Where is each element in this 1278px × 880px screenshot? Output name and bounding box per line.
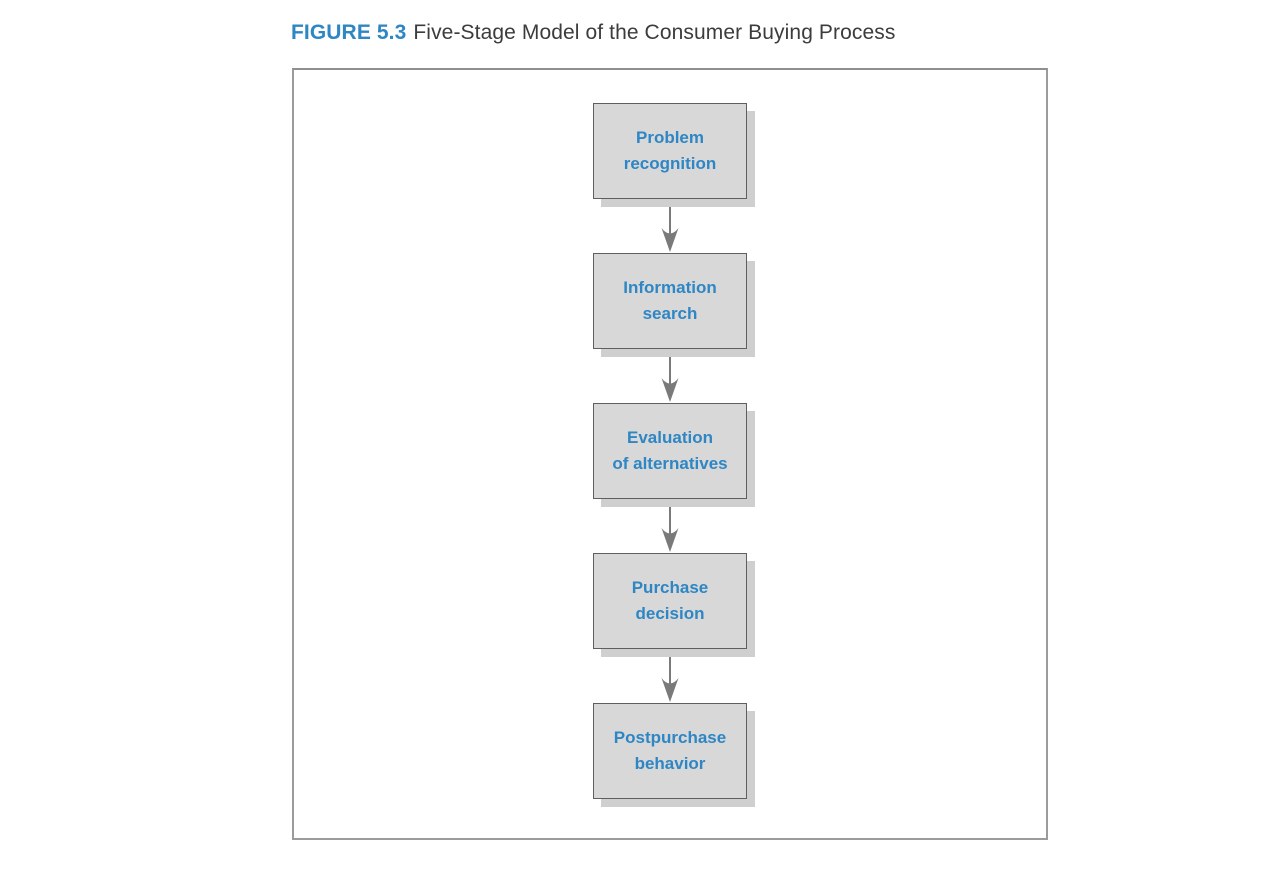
stage-label-line: Evaluation [627,428,713,447]
stage-box-evaluation-of-alternatives: Evaluation of alternatives [593,403,747,499]
stage-label-line: of alternatives [612,454,728,473]
diagram-frame: Problem recognition Information search E… [292,68,1048,840]
flowchart: Problem recognition Information search E… [294,70,1046,838]
down-arrow-icon [661,349,679,402]
down-arrow-icon [661,499,679,552]
stage-label-line: Problem [635,128,705,147]
stage-box-problem-recognition: Problem recognition [593,103,747,199]
stage-label-line: recognition [623,154,717,173]
down-arrow-icon [661,199,679,252]
stage-label-line: Information [623,278,717,297]
stage-label-line: behavior [634,754,706,773]
figure-number-label: FIGURE 5.3 [291,21,407,44]
figure-title: Five-Stage Model of the Consumer Buying … [413,21,896,44]
stage-box-purchase-decision: Purchase decision [593,553,747,649]
stage-label-line: Postpurchase [613,728,727,747]
stage-box-postpurchase-behavior: Postpurchase behavior [593,703,747,799]
down-arrow-icon [661,649,679,702]
stage-label-line: search [642,304,698,323]
figure-caption: FIGURE 5.3 Five-Stage Model of the Consum… [291,21,895,45]
stage-box-information-search: Information search [593,253,747,349]
stage-label-line: decision [635,604,705,623]
stage-label-line: Purchase [631,578,709,597]
